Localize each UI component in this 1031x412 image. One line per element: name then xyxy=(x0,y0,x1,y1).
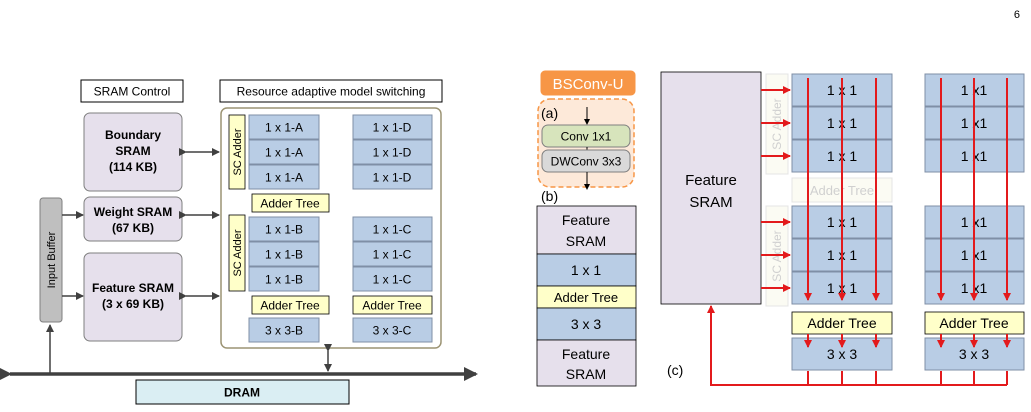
stack-feature-bottom-1: Feature xyxy=(562,346,610,362)
cell-d1 xyxy=(352,114,433,140)
sc-adder-bottom-label: SC Adder xyxy=(232,229,244,276)
conv1x1-box xyxy=(541,124,631,148)
cell-c3 xyxy=(352,266,433,292)
stack-adder-tree-label: Adder Tree xyxy=(554,290,618,305)
conv3x3-b-label: 3 x 3-B xyxy=(265,324,303,338)
stack-feature-top xyxy=(536,205,637,255)
ramswitch-title-box xyxy=(219,79,443,103)
cell-a1-label: 1 x 1-A xyxy=(265,121,303,135)
cell-c3-label: 1 x 1-C xyxy=(373,273,412,287)
cell-b2-label: 1 x 1-B xyxy=(265,248,303,262)
input-buffer-box xyxy=(39,197,63,323)
adder-tree-c-label: Adder Tree xyxy=(362,299,422,313)
cell-b2 xyxy=(248,241,320,267)
right-adder-tree-2-label: Adder Tree xyxy=(939,315,1008,331)
red-dataflow xyxy=(707,78,1011,386)
sram-control-box xyxy=(80,79,184,103)
stack-feature-bottom xyxy=(536,339,637,387)
sc-adder-bottom xyxy=(228,214,246,292)
left-architecture: SRAM Control Resource adaptive model swi… xyxy=(0,79,478,405)
feature-sram-line1: Feature SRAM xyxy=(92,281,174,295)
stack-feature-bottom-2: SRAM xyxy=(566,366,606,382)
weight-sram-line1: Weight SRAM xyxy=(94,205,172,219)
cell-c1-label: 1 x 1-C xyxy=(373,223,412,237)
boundary-sram-line1: Boundary xyxy=(105,128,161,142)
bsconv-figure: BSConv-U (a) Conv 1x1 DWConv 3x3 (b) Fea… xyxy=(536,70,637,387)
feature-sram-line2: (3 x 69 KB) xyxy=(102,297,164,311)
cell-d2 xyxy=(352,139,433,165)
right-conv3x3-2-label: 3 x 3 xyxy=(959,346,990,362)
cell-b1 xyxy=(248,216,320,242)
stack-conv1x1-label: 1 x 1 xyxy=(571,262,602,278)
adder-tree-c xyxy=(352,295,433,315)
right-feature-sram xyxy=(660,71,762,305)
label-b: (b) xyxy=(541,188,558,204)
stack-feature-top-1: Feature xyxy=(562,212,610,228)
cell-b1-label: 1 x 1-B xyxy=(265,223,303,237)
cell-d1-label: 1 x 1-D xyxy=(373,121,412,135)
cell-b3 xyxy=(248,266,320,292)
page-number: 6 xyxy=(1014,9,1020,21)
label-a: (a) xyxy=(541,105,558,121)
adder-tree-top-label: Adder Tree xyxy=(260,197,320,211)
weight-sram-box xyxy=(83,196,183,242)
cell-a3 xyxy=(248,164,320,190)
conv3x3-c xyxy=(352,317,433,343)
right-feature-line1: Feature xyxy=(685,172,737,189)
right-feature-line2: SRAM xyxy=(689,194,732,211)
dataflow-figure: Feature SRAM (c) SC Adder SC Adder Adder… xyxy=(660,71,1025,386)
cell-a2-label: 1 x 1-A xyxy=(265,146,303,160)
cell-c1 xyxy=(352,216,433,242)
dwconv-box xyxy=(541,149,631,173)
conv3x3-b xyxy=(248,317,320,343)
sram-control-label: SRAM Control xyxy=(94,85,171,99)
cell-b3-label: 1 x 1-B xyxy=(265,273,303,287)
weight-sram-line2: (67 KB) xyxy=(112,221,154,235)
cell-a2 xyxy=(248,139,320,165)
ramswitch-title: Resource adaptive model switching xyxy=(237,85,426,99)
input-buffer-label: Input Buffer xyxy=(46,231,58,288)
cell-c2-label: 1 x 1-C xyxy=(373,248,412,262)
adder-tree-b-label: Adder Tree xyxy=(260,299,320,313)
boundary-sram-line3: (114 KB) xyxy=(109,160,157,174)
cell-c2 xyxy=(352,241,433,267)
dwconv-label: DWConv 3x3 xyxy=(551,155,622,169)
cell-a1 xyxy=(248,114,320,140)
cell-d3-label: 1 x 1-D xyxy=(373,171,412,185)
dram-box xyxy=(135,379,350,405)
bsconv-title-box xyxy=(540,70,636,96)
stack-conv3x3 xyxy=(536,307,637,341)
conv1x1-label: Conv 1x1 xyxy=(561,130,612,144)
bsconv-title: BSConv-U xyxy=(553,76,624,93)
label-c: (c) xyxy=(667,362,683,378)
adder-tree-top xyxy=(251,193,330,213)
right-adder-tree-1-label: Adder Tree xyxy=(807,315,876,331)
adder-tree-b xyxy=(251,295,330,315)
sc-adder-top-label: SC Adder xyxy=(232,128,244,175)
sc-adder-top xyxy=(228,114,246,190)
boundary-sram-line2: SRAM xyxy=(115,144,150,158)
right-conv3x3-1-label: 3 x 3 xyxy=(827,346,858,362)
stack-conv3x3-label: 3 x 3 xyxy=(571,316,602,332)
dram-label: DRAM xyxy=(224,386,260,400)
cell-d2-label: 1 x 1-D xyxy=(373,146,412,160)
cell-d3 xyxy=(352,164,433,190)
stack-feature-top-2: SRAM xyxy=(566,233,606,249)
cell-a3-label: 1 x 1-A xyxy=(265,171,303,185)
conv3x3-c-label: 3 x 3-C xyxy=(373,324,412,338)
